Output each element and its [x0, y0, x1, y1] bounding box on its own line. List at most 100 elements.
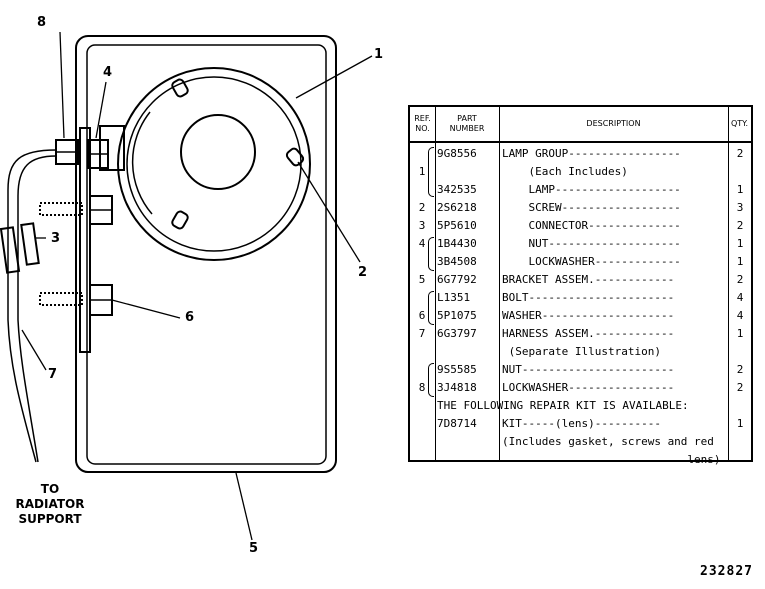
description: LAMP-------------------: [502, 183, 681, 196]
description: SCREW------------------: [502, 201, 681, 214]
quantity: 2: [736, 381, 744, 394]
ref-no: 8: [418, 381, 426, 394]
ref-no: 7: [418, 327, 426, 340]
ref-no: 3: [418, 219, 426, 232]
quantity: 2: [736, 219, 744, 232]
document-number: 232827: [700, 564, 753, 579]
description: NUT--------------------: [502, 237, 681, 250]
lamp-inner-ring: [126, 76, 302, 252]
ref-no: 6: [418, 309, 426, 322]
part-number: 1B4430: [437, 237, 477, 250]
part-number: 6G7792: [437, 273, 477, 286]
table-row: 9G8556 LAMP GROUP----------------- 2: [410, 145, 751, 163]
table-row: 9S5585 NUT----------------------- 2: [410, 361, 751, 379]
header-ref: REF.NO.: [410, 107, 436, 141]
quantity: 1: [736, 183, 744, 196]
bolt-thread: [39, 292, 83, 306]
table-row: (Separate Illustration): [410, 343, 751, 361]
header-description: DESCRIPTION: [499, 107, 729, 141]
header-qty: QTY.: [731, 119, 748, 128]
ref-no: 5: [418, 273, 426, 286]
radiator-note-line: RADIATOR: [15, 497, 85, 511]
header-ref-line2: NO.: [415, 124, 430, 133]
table-row: 3B4508 LOCKWASHER-------------1: [410, 253, 751, 271]
header-rule: [410, 141, 751, 143]
table-row: 342535 LAMP------------------- 1: [410, 181, 751, 199]
bracket-plate-inner: [86, 44, 327, 465]
column-rule: [728, 141, 729, 460]
connector: [0, 226, 21, 274]
table-row: 6 5P1075 WASHER-------------------- 4: [410, 307, 751, 325]
table-row: 7D8714 KIT-----(lens)---------- 1: [410, 415, 751, 433]
description: WASHER--------------------: [502, 309, 675, 322]
description: HARNESS ASSEM.------------: [502, 327, 675, 340]
quantity: 1: [736, 417, 744, 430]
part-number: 9S5585: [437, 363, 477, 376]
description: LOCKWASHER-------------: [502, 255, 681, 268]
description: KIT-----(lens)----------: [502, 417, 661, 430]
table-row: lens): [410, 451, 751, 469]
column-rule: [499, 141, 500, 460]
quantity: 2: [736, 273, 744, 286]
part-number: 342535: [437, 183, 477, 196]
quantity: 2: [736, 363, 744, 376]
bolt-thread: [39, 202, 83, 216]
quantity: 2: [736, 147, 744, 160]
lamp-lens: [180, 114, 256, 190]
quantity: 4: [736, 309, 744, 322]
part-number: 9G8556: [437, 147, 477, 160]
part-number: THE FOLLOWING REPAIR KIT IS AVAILABLE:: [437, 399, 689, 412]
table-row: 1 (Each Includes): [410, 163, 751, 181]
group-bracket: [428, 237, 434, 271]
harness-wire: [7, 149, 57, 463]
group-bracket: [428, 363, 434, 397]
radiator-note-line: SUPPORT: [18, 512, 82, 526]
header-part-line1: PART: [457, 114, 477, 123]
callout-3: 3: [51, 231, 61, 246]
radiator-note-line: TO: [40, 482, 60, 496]
part-number: 5P5610: [437, 219, 477, 232]
table-row: (Includes gasket, screws and red: [410, 433, 751, 451]
radiator-note: TO RADIATOR SUPPORT: [10, 482, 90, 527]
callout-4: 4: [103, 65, 113, 80]
header-part-line2: NUMBER: [449, 124, 485, 133]
table-row: THE FOLLOWING REPAIR KIT IS AVAILABLE:: [410, 397, 751, 415]
description: LAMP GROUP-----------------: [502, 147, 681, 160]
mounting-strip: [79, 127, 91, 353]
callout-7: 7: [48, 367, 58, 382]
quantity: 3: [736, 201, 744, 214]
part-number: 3B4508: [437, 255, 477, 268]
description: (Each Includes): [502, 165, 628, 178]
harness-wire: [17, 155, 57, 463]
part-number: 5P1075: [437, 309, 477, 322]
connector: [20, 222, 40, 266]
description: CONNECTOR--------------: [502, 219, 681, 232]
description: NUT-----------------------: [502, 363, 675, 376]
lamp-screw: [171, 78, 189, 98]
lamp-outer-ring: [117, 67, 311, 261]
group-bracket: [428, 147, 434, 197]
quantity: 1: [736, 237, 744, 250]
part-number: 2S6218: [437, 201, 477, 214]
part-number: L1351: [437, 291, 471, 304]
lamp-screw: [171, 210, 189, 230]
bracket-plate: [75, 35, 337, 473]
part-number: 6G3797: [437, 327, 477, 340]
lamp-mount-block: [99, 125, 125, 171]
lamp-inner-arc: [131, 111, 153, 215]
part-number: 3J4818: [437, 381, 477, 394]
description: (Separate Illustration): [502, 345, 661, 358]
quantity: 4: [736, 291, 744, 304]
callout-2: 2: [358, 265, 368, 280]
header-ref-line1: REF.: [414, 114, 431, 123]
ref-no: 1: [418, 165, 426, 178]
table-row: 3 5P5610 CONNECTOR-------------- 2: [410, 217, 751, 235]
part-number: 7D8714: [437, 417, 477, 430]
